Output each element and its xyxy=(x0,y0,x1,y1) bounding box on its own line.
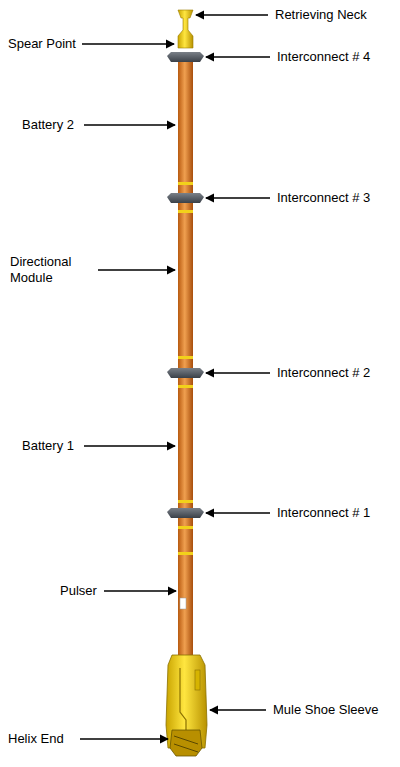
part-label: Interconnect # 4 xyxy=(277,49,370,65)
part-label: Helix End xyxy=(8,731,64,747)
part-label: Pulser xyxy=(60,583,97,599)
sleeve-key xyxy=(195,670,200,690)
part-label: Battery 1 xyxy=(22,438,74,454)
part-label: Interconnect # 1 xyxy=(277,505,370,521)
helix-end xyxy=(170,730,202,756)
part-label: Spear Point xyxy=(8,36,76,52)
mule-shoe-slot xyxy=(180,668,186,730)
part-label: Directional Module xyxy=(10,254,92,286)
leader-arrows xyxy=(80,15,270,739)
interconnect-disks xyxy=(167,52,204,518)
part-label: Battery 2 xyxy=(22,117,74,133)
tool-body xyxy=(178,52,193,657)
pulser-window xyxy=(180,598,186,609)
helix-lines xyxy=(174,736,198,752)
part-label: Interconnect # 2 xyxy=(277,365,370,381)
retrieving-neck xyxy=(178,10,193,48)
part-label: Retrieving Neck xyxy=(275,7,367,23)
part-label: Mule Shoe Sleeve xyxy=(273,702,379,718)
part-label: Interconnect # 3 xyxy=(277,190,370,206)
